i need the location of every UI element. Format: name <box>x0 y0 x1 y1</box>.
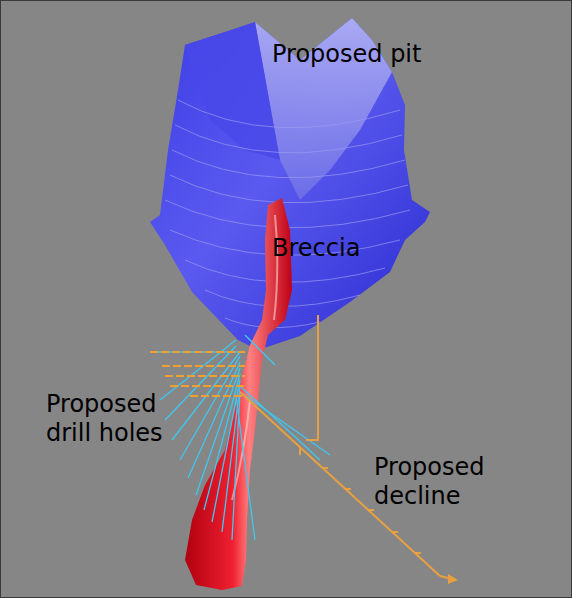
decline-end <box>448 574 458 584</box>
label: Proposed decline <box>374 453 514 511</box>
label: Proposed pit <box>272 40 472 69</box>
pit-wall <box>185 22 280 160</box>
label: Breccia <box>272 234 392 263</box>
drill-drives <box>150 352 245 396</box>
label: Proposed drill holes <box>46 390 196 448</box>
decline <box>240 315 456 580</box>
drill-holes <box>150 335 330 540</box>
